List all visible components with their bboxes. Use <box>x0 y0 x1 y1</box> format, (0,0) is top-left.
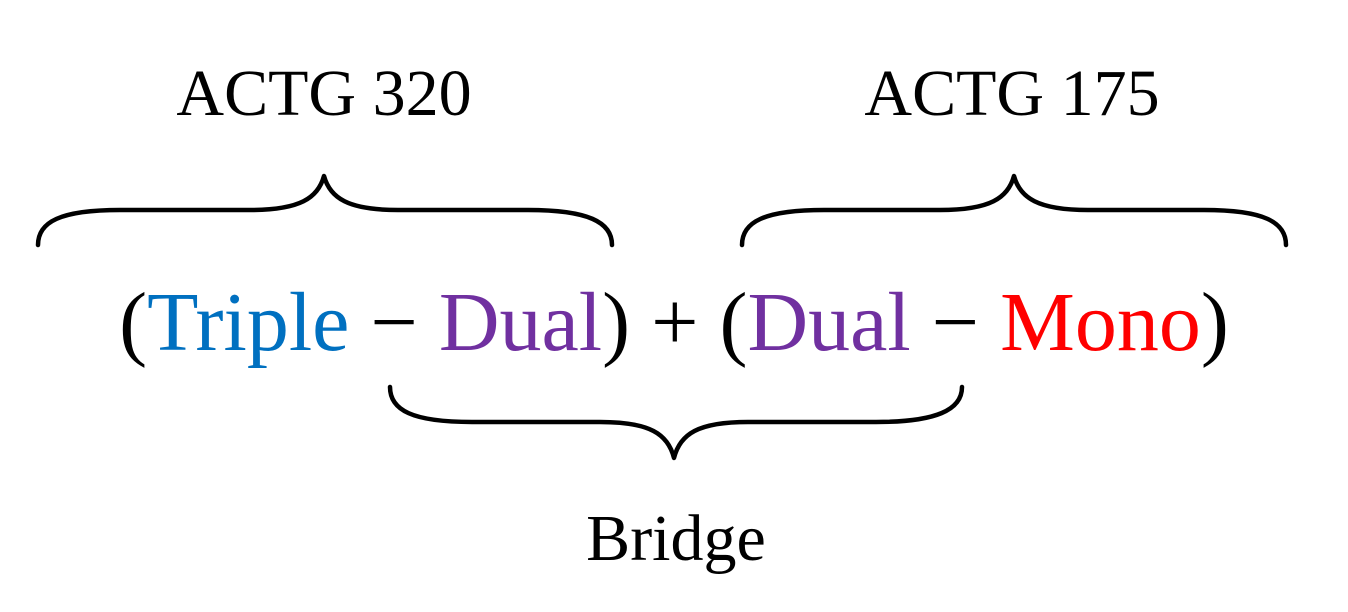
open-paren-2: ( <box>719 276 747 369</box>
label-actg-175: ACTG 175 <box>864 57 1159 130</box>
label-bridge: Bridge <box>586 502 766 575</box>
close-paren-1: ) <box>602 276 630 369</box>
brace-actg-175 <box>739 173 1289 248</box>
brace-bridge <box>387 384 965 461</box>
open-paren-1: ( <box>119 276 147 369</box>
term-dual-1: Dual <box>439 276 602 369</box>
term-dual-2: Dual <box>747 276 910 369</box>
minus-sign-2: − <box>911 276 1000 369</box>
term-mono: Mono <box>1000 276 1201 369</box>
plus-sign: + <box>630 276 719 369</box>
minus-sign-1: − <box>349 276 438 369</box>
term-triple: Triple <box>147 276 349 369</box>
label-actg-320: ACTG 320 <box>176 57 471 130</box>
close-paren-2: ) <box>1201 276 1229 369</box>
brace-actg-320 <box>35 173 615 248</box>
equation: (Triple − Dual) + (Dual − Mono) <box>119 276 1229 369</box>
